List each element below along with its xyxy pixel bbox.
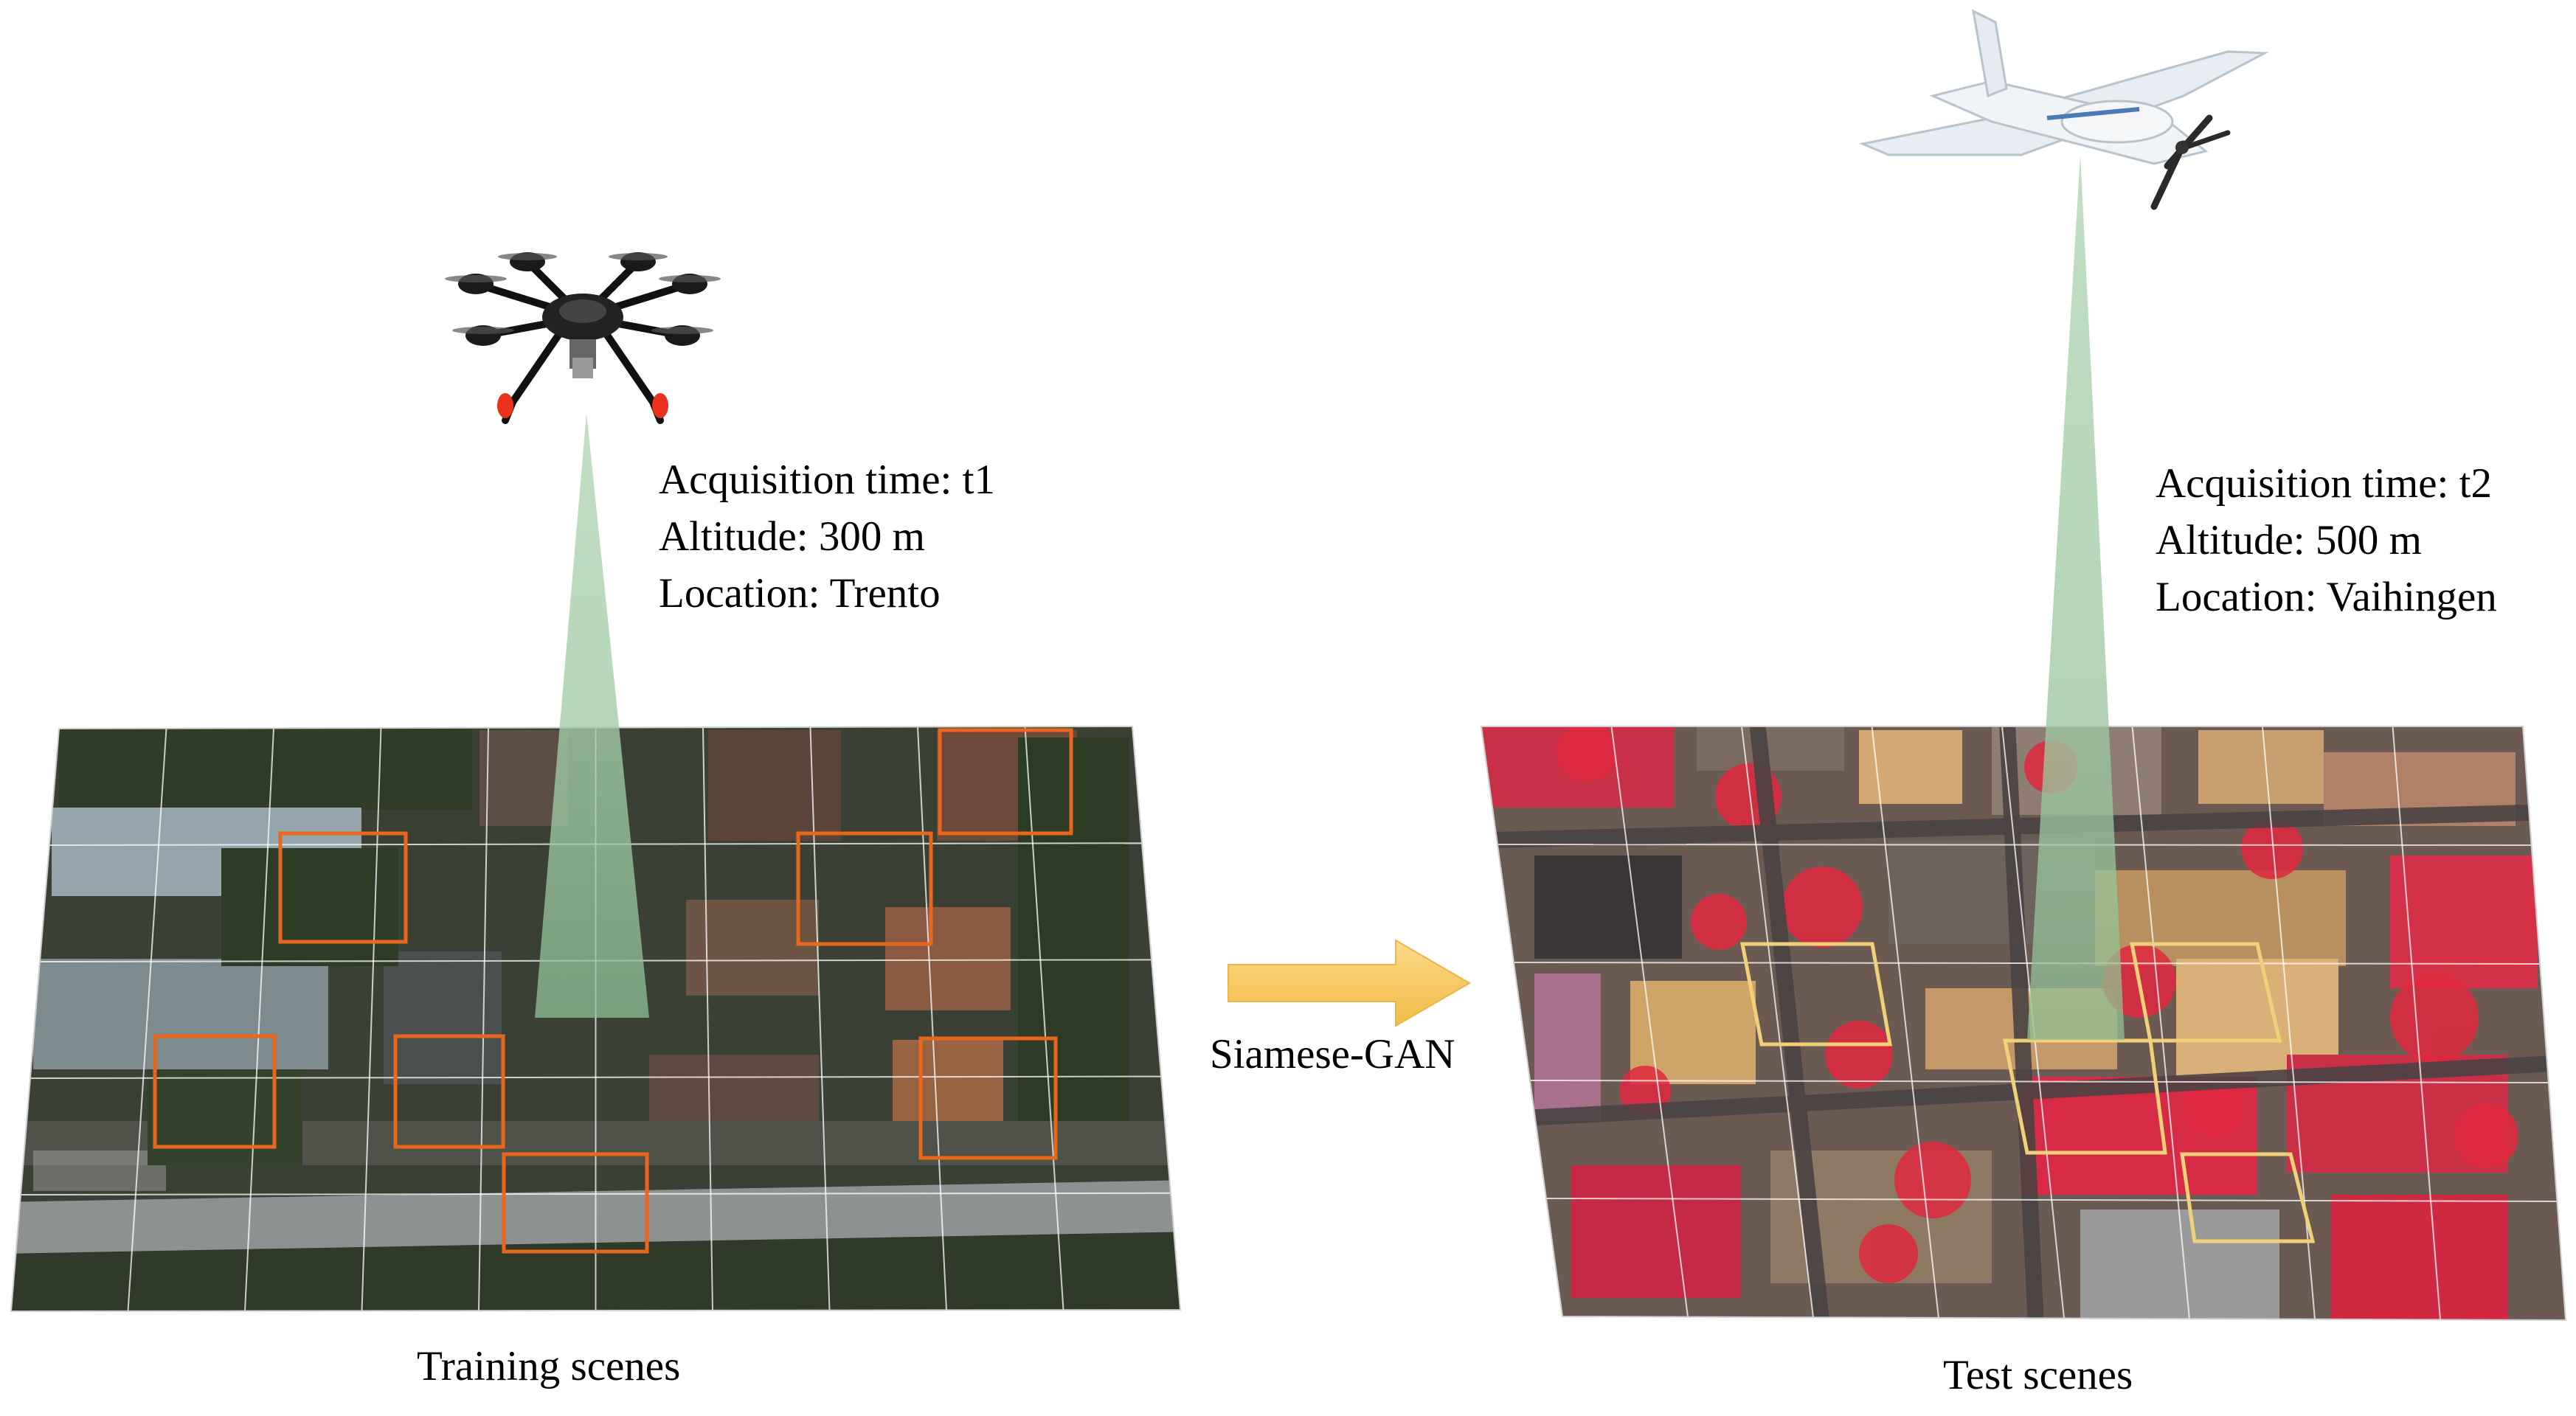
grid-line xyxy=(1545,1198,2558,1202)
training-scene-border xyxy=(10,725,1182,1313)
transfer-label: Siamese-GAN xyxy=(1210,1031,1455,1077)
grid-line xyxy=(1529,1080,2549,1083)
test-caption: Test scenes xyxy=(1943,1352,2133,1398)
highlight-box xyxy=(938,728,1073,836)
drone-icon xyxy=(445,252,721,424)
training-acquisition-time: Acquisition time: t1 xyxy=(659,457,995,503)
grid-line xyxy=(1497,844,2532,846)
highlight-box xyxy=(2180,1152,2316,1243)
highlight-box xyxy=(796,831,933,946)
highlight-box xyxy=(393,1034,505,1149)
grid-line xyxy=(809,726,831,1311)
grid-line xyxy=(1741,726,1814,1318)
test-location: Location: Vaihingen xyxy=(2156,574,2497,620)
grid-line xyxy=(1513,962,2541,965)
test-acquisition-time: Acquisition time: t2 xyxy=(2156,460,2492,507)
highlight-box xyxy=(153,1034,277,1149)
drone-sensor-beam xyxy=(535,413,649,1018)
highlight-box xyxy=(278,831,408,944)
grid-line xyxy=(1871,726,1939,1318)
highlight-box xyxy=(502,1152,649,1254)
grid-line xyxy=(244,728,274,1311)
test-highlight-boxes xyxy=(1739,942,2316,1243)
grid-line xyxy=(2392,726,2441,1320)
training-info-block: Acquisition time: t1 Altitude: 300 m Loc… xyxy=(659,451,995,622)
training-highlight-boxes xyxy=(153,728,1073,1254)
grid-line xyxy=(917,726,947,1311)
training-altitude: Altitude: 300 m xyxy=(659,513,925,560)
grid-line xyxy=(2131,726,2190,1319)
test-info-block: Acquisition time: t2 Altitude: 500 m Loc… xyxy=(2156,455,2497,625)
highlight-box xyxy=(918,1036,1058,1160)
airplane-sensor-beam xyxy=(2027,155,2125,1040)
grid-line xyxy=(361,728,382,1311)
airplane-icon xyxy=(1858,9,2269,210)
test-scene-border xyxy=(1480,726,2567,1322)
grid-line xyxy=(1610,726,1689,1317)
training-location: Location: Trento xyxy=(659,570,941,617)
training-caption: Training scenes xyxy=(417,1343,681,1389)
training-scene-grid xyxy=(20,726,1171,1311)
grid-line xyxy=(1024,726,1064,1311)
arrow-right-icon xyxy=(1228,939,1471,1027)
highlight-box xyxy=(2002,1038,2167,1155)
grid-line xyxy=(127,728,167,1311)
highlight-box xyxy=(2129,942,2282,1043)
grid-line xyxy=(20,1192,1171,1195)
test-scene-image xyxy=(1481,726,2566,1320)
grid-line xyxy=(702,727,713,1311)
grid-line xyxy=(30,1075,1162,1079)
test-scene-grid xyxy=(1497,726,2558,1320)
grid-line xyxy=(478,727,489,1311)
test-altitude: Altitude: 500 m xyxy=(2156,517,2422,563)
highlight-box xyxy=(1739,942,1892,1047)
